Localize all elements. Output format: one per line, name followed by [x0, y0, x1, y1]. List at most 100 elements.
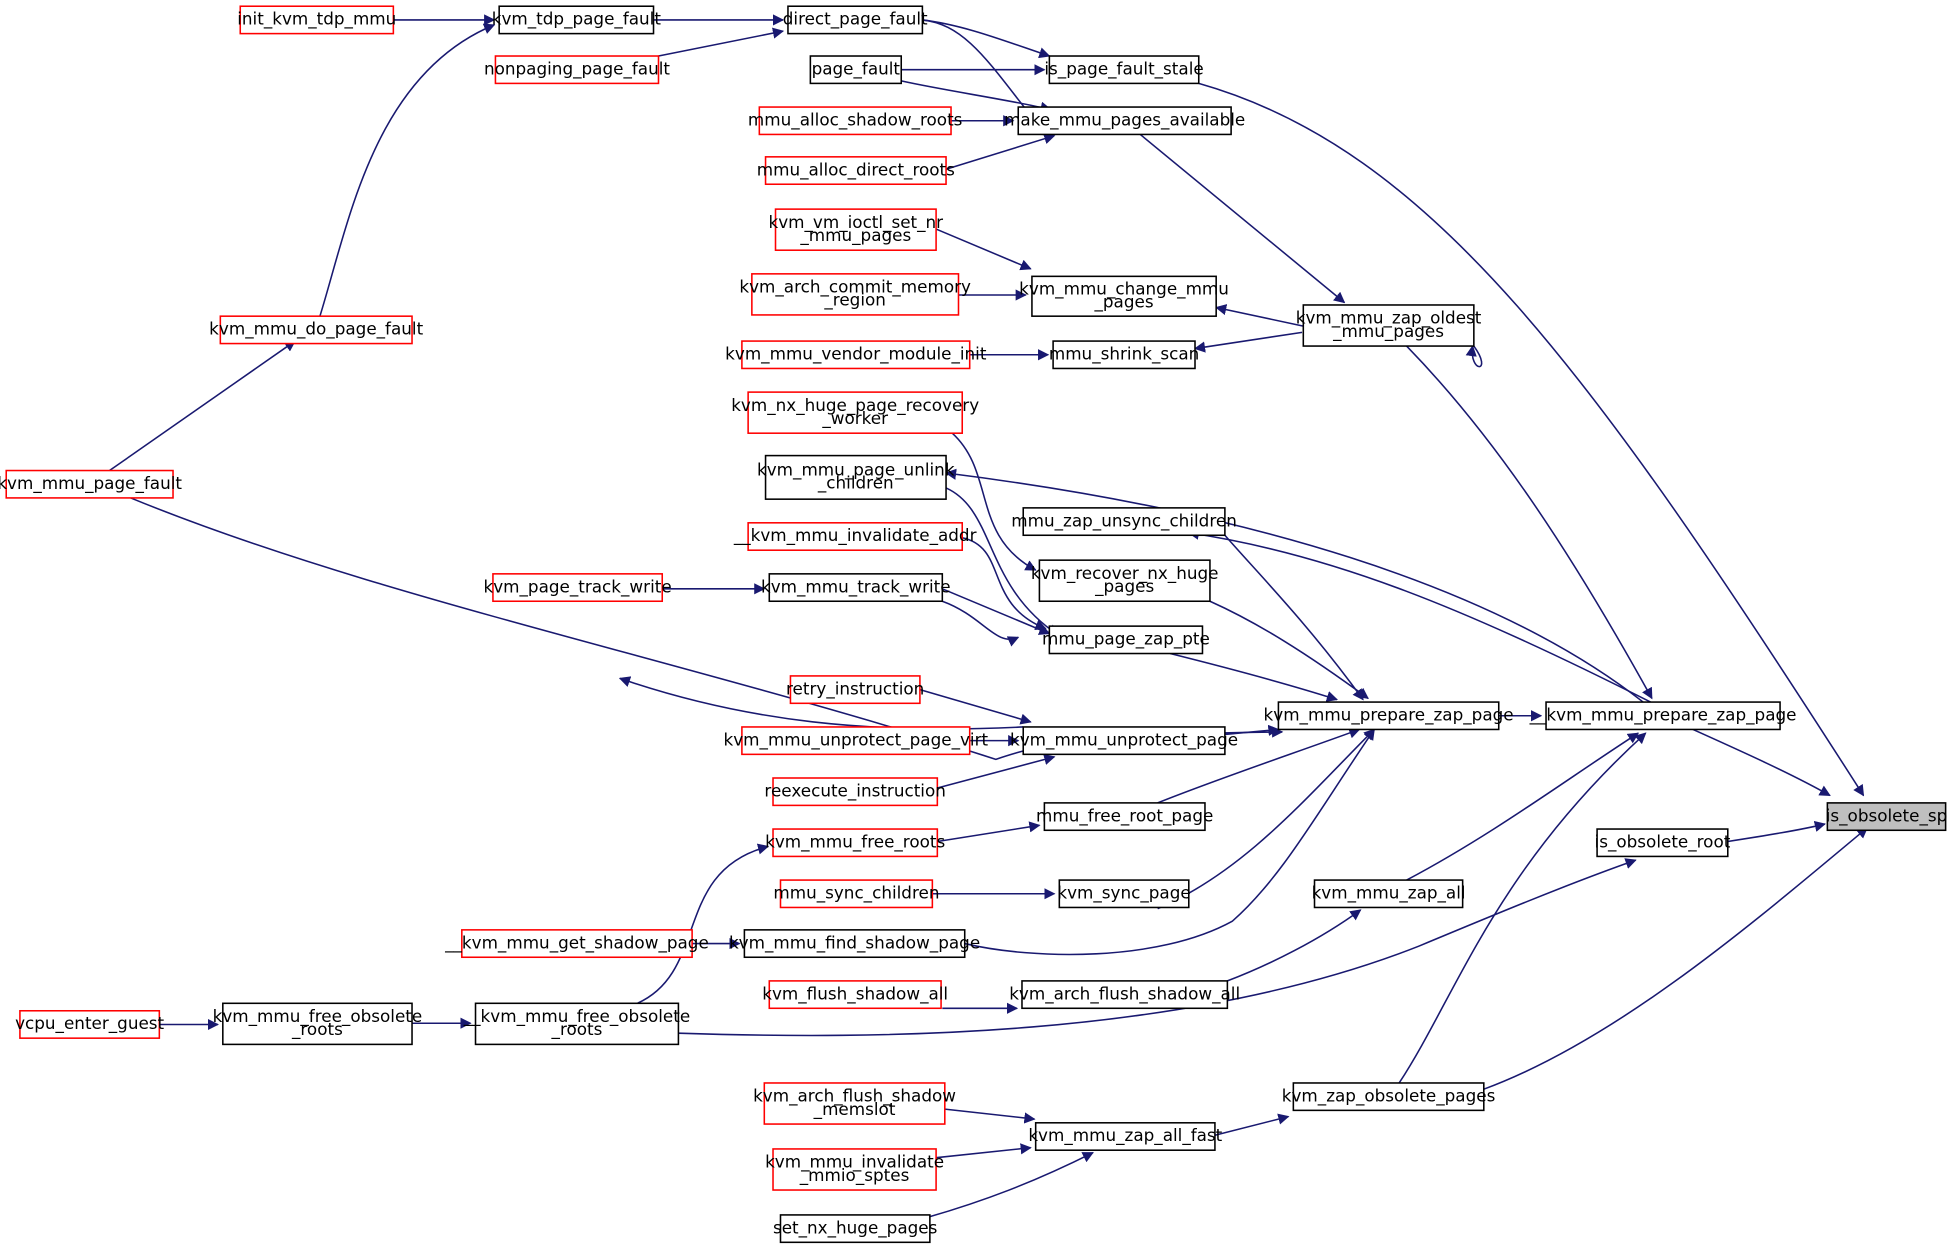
node-kvm-mmu-invalidate-mmio-sptes[interactable]: kvm_mmu_invalidate_mmio_sptes — [765, 1148, 944, 1191]
node-box — [1277, 701, 1500, 731]
node-init-kvm-tdp-mmu[interactable]: init_kvm_tdp_mmu — [237, 5, 396, 35]
node-kvm-mmu-unprotect-page[interactable]: kvm_mmu_unprotect_page — [1010, 726, 1238, 756]
node-label: kvm_mmu_zap_all — [1312, 882, 1466, 903]
call-edge — [1139, 133, 1346, 304]
node-retry-instruction[interactable]: retry_instruction — [786, 675, 924, 705]
call-edge — [1406, 732, 1640, 881]
node-box — [768, 573, 944, 603]
node-box — [1052, 340, 1196, 370]
node-label: kvm_mmu_free_obsolete — [213, 1006, 423, 1027]
node-kvm-mmu-change-mmu-pages[interactable]: kvm_mmu_change_mmu_pages — [1019, 275, 1229, 317]
node-reexecute-instruction[interactable]: reexecute_instruction — [764, 777, 946, 807]
node-kvm-flush-shadow-all[interactable]: kvm_flush_shadow_all — [762, 980, 948, 1010]
node-mmu-free-root-page[interactable]: mmu_free_root_page — [1036, 802, 1213, 832]
node-label: make_mmu_pages_available — [1004, 109, 1245, 130]
node-set-nx-huge-pages[interactable]: set_nx_huge_pages — [773, 1214, 937, 1244]
call-edge — [922, 19, 1051, 59]
call-edge — [901, 80, 1052, 113]
node-box — [1302, 304, 1475, 347]
node-label: kvm_mmu_page_fault — [0, 473, 182, 494]
node-kvm-recover-nx-huge-pages[interactable]: kvm_recover_nx_huge_pages — [1031, 559, 1219, 603]
node-kvm-mmu-prepare-zap-page[interactable]: __kvm_mmu_prepare_zap_page — [1529, 701, 1797, 731]
node-box — [1292, 1082, 1485, 1112]
node-label: kvm_mmu_prepare_zap_page — [1264, 704, 1514, 725]
call-edge — [658, 27, 785, 57]
node-box — [747, 391, 964, 434]
node-label: kvm_mmu_change_mmu — [1019, 278, 1229, 299]
node-kvm-arch-flush-shadow-all[interactable]: kvm_arch_flush_shadow_all — [1009, 980, 1240, 1010]
node-page-fault[interactable]: page_fault — [809, 55, 903, 85]
node-direct-page-fault[interactable]: direct_page_fault — [783, 5, 928, 35]
node-box — [772, 777, 939, 807]
node-kvm-mmu-free-roots[interactable]: kvm_mmu_free_roots — [765, 828, 945, 858]
node-mmu-page-zap-pte[interactable]: mmu_page_zap_pte — [1042, 625, 1210, 655]
node-kvm-mmu-page-unlink-children[interactable]: kvm_mmu_page_unlink_children — [757, 454, 955, 500]
node-kvm-sync-page[interactable]: kvm_sync_page — [1057, 879, 1191, 909]
node-label: _mmio_sptes — [799, 1165, 910, 1186]
node-kvm-mmu-page-fault[interactable]: kvm_mmu_page_fault — [0, 469, 182, 499]
node-kvm-mmu-zap-all[interactable]: kvm_mmu_zap_all — [1312, 879, 1466, 909]
call-edge — [1209, 600, 1369, 699]
node-label: _worker — [821, 408, 888, 429]
node-box — [1048, 55, 1200, 85]
node-label: kvm_mmu_free_roots — [765, 831, 945, 852]
node-label: mmu_free_root_page — [1036, 805, 1213, 826]
node-label: is_page_fault_stale — [1044, 58, 1203, 79]
node-kvm-mmu-zap-all-fast[interactable]: kvm_mmu_zap_all_fast — [1028, 1122, 1223, 1151]
node-kvm-tdp-page-fault[interactable]: kvm_tdp_page_fault — [492, 5, 662, 35]
node-box — [474, 1002, 680, 1046]
call-edge — [951, 432, 1037, 571]
node-kvm-mmu-unprotect-page-virt[interactable]: kvm_mmu_unprotect_page_virt — [724, 726, 989, 756]
node-box — [1038, 559, 1211, 603]
node-mmu-alloc-shadow-roots[interactable]: mmu_alloc_shadow_roots — [748, 106, 963, 136]
node-kvm-nx-huge-page-recovery-worker[interactable]: kvm_nx_huge_page_recovery_worker — [731, 391, 979, 434]
node-mmu-shrink-scan[interactable]: mmu_shrink_scan — [1049, 340, 1199, 370]
node-label: is_obsolete_sp — [1826, 805, 1947, 826]
node-box — [1048, 625, 1204, 655]
node-label: mmu_zap_unsync_children — [1011, 510, 1237, 531]
node-label: kvm_mmu_vendor_module_init — [725, 343, 987, 364]
node-label: kvm_nx_huge_page_recovery — [731, 395, 979, 416]
node-kvm-arch-commit-memory-region[interactable]: kvm_arch_commit_memory_region — [739, 273, 971, 316]
node-label: kvm_mmu_track_write — [761, 576, 951, 597]
node-is-obsolete-sp[interactable]: is_obsolete_sp — [1826, 802, 1947, 832]
node-kvm-mmu-get-shadow-page[interactable]: __kvm_mmu_get_shadow_page — [444, 929, 709, 959]
node-label: kvm_mmu_unprotect_page — [1010, 729, 1238, 750]
nodes-layer: is_obsolete_sp __kvm_mmu_prepare_zap_page… — [0, 5, 1947, 1244]
node-kvm-mmu-track-write[interactable]: kvm_mmu_track_write — [761, 573, 951, 603]
call-edge — [944, 1108, 1036, 1124]
node-kvm-mmu-free-obsolete-roots[interactable]: __kvm_mmu_free_obsolete_roots — [463, 1002, 690, 1046]
node-vcpu-enter-guest[interactable]: vcpu_enter_guest — [15, 1009, 165, 1039]
node-kvm-arch-flush-shadow-memslot[interactable]: kvm_arch_flush_shadow_memslot — [753, 1082, 956, 1125]
node-box — [1031, 275, 1217, 317]
call-edge — [1214, 1113, 1290, 1137]
node-kvm-mmu-zap-oldest-mmu-pages[interactable]: kvm_mmu_zap_oldest_mmu_pages — [1296, 304, 1482, 347]
call-edge — [944, 468, 1644, 703]
node-label: mmu_page_zap_pte — [1042, 629, 1210, 650]
call-edge — [942, 588, 1051, 635]
node-kvm-page-track-write[interactable]: kvm_page_track_write — [484, 573, 672, 603]
node-mmu-sync-children[interactable]: mmu_sync_children — [773, 879, 939, 909]
node-is-obsolete-root[interactable]: is_obsolete_root — [1595, 828, 1731, 858]
call-edge — [945, 487, 1060, 636]
node-label: kvm_mmu_zap_all_fast — [1028, 1125, 1222, 1146]
node-kvm-mmu-vendor-module-init[interactable]: kvm_mmu_vendor_module_init — [725, 340, 987, 370]
node-kvm-mmu-find-shadow-page[interactable]: kvm_mmu_find_shadow_page — [729, 929, 980, 959]
node-box — [758, 106, 952, 136]
node-box — [494, 55, 660, 85]
node-nonpaging-page-fault[interactable]: nonpaging_page_fault — [484, 55, 670, 85]
node-kvm-vm-ioctl-set-nr-mmu-pages[interactable]: kvm_vm_ioctl_set_nr_mmu_pages — [769, 208, 944, 251]
call-edge — [1398, 732, 1647, 1084]
node-mmu-alloc-direct-roots[interactable]: mmu_alloc_direct_roots — [757, 156, 955, 186]
node-kvm-mmu-do-page-fault[interactable]: kvm_mmu_do_page_fault — [209, 315, 424, 345]
node-mmu-zap-unsync-children[interactable]: mmu_zap_unsync_children — [1011, 507, 1237, 537]
node-kvm-mmu-prepare-zap-page[interactable]: kvm_mmu_prepare_zap_page — [1264, 701, 1514, 731]
node-kvm-zap-obsolete-pages[interactable]: kvm_zap_obsolete_pages — [1282, 1082, 1496, 1112]
node-label: direct_page_fault — [783, 9, 928, 30]
node-make-mmu-pages-available[interactable]: make_mmu_pages_available — [1004, 106, 1245, 136]
node-kvm-mmu-invalidate-addr[interactable]: __kvm_mmu_invalidate_addr — [733, 522, 977, 551]
node-kvm-mmu-free-obsolete-roots[interactable]: kvm_mmu_free_obsolete_roots — [213, 1002, 423, 1046]
call-edge — [1215, 304, 1304, 327]
call-edge — [1465, 344, 1483, 368]
node-is-page-fault-stale[interactable]: is_page_fault_stale — [1044, 55, 1204, 85]
